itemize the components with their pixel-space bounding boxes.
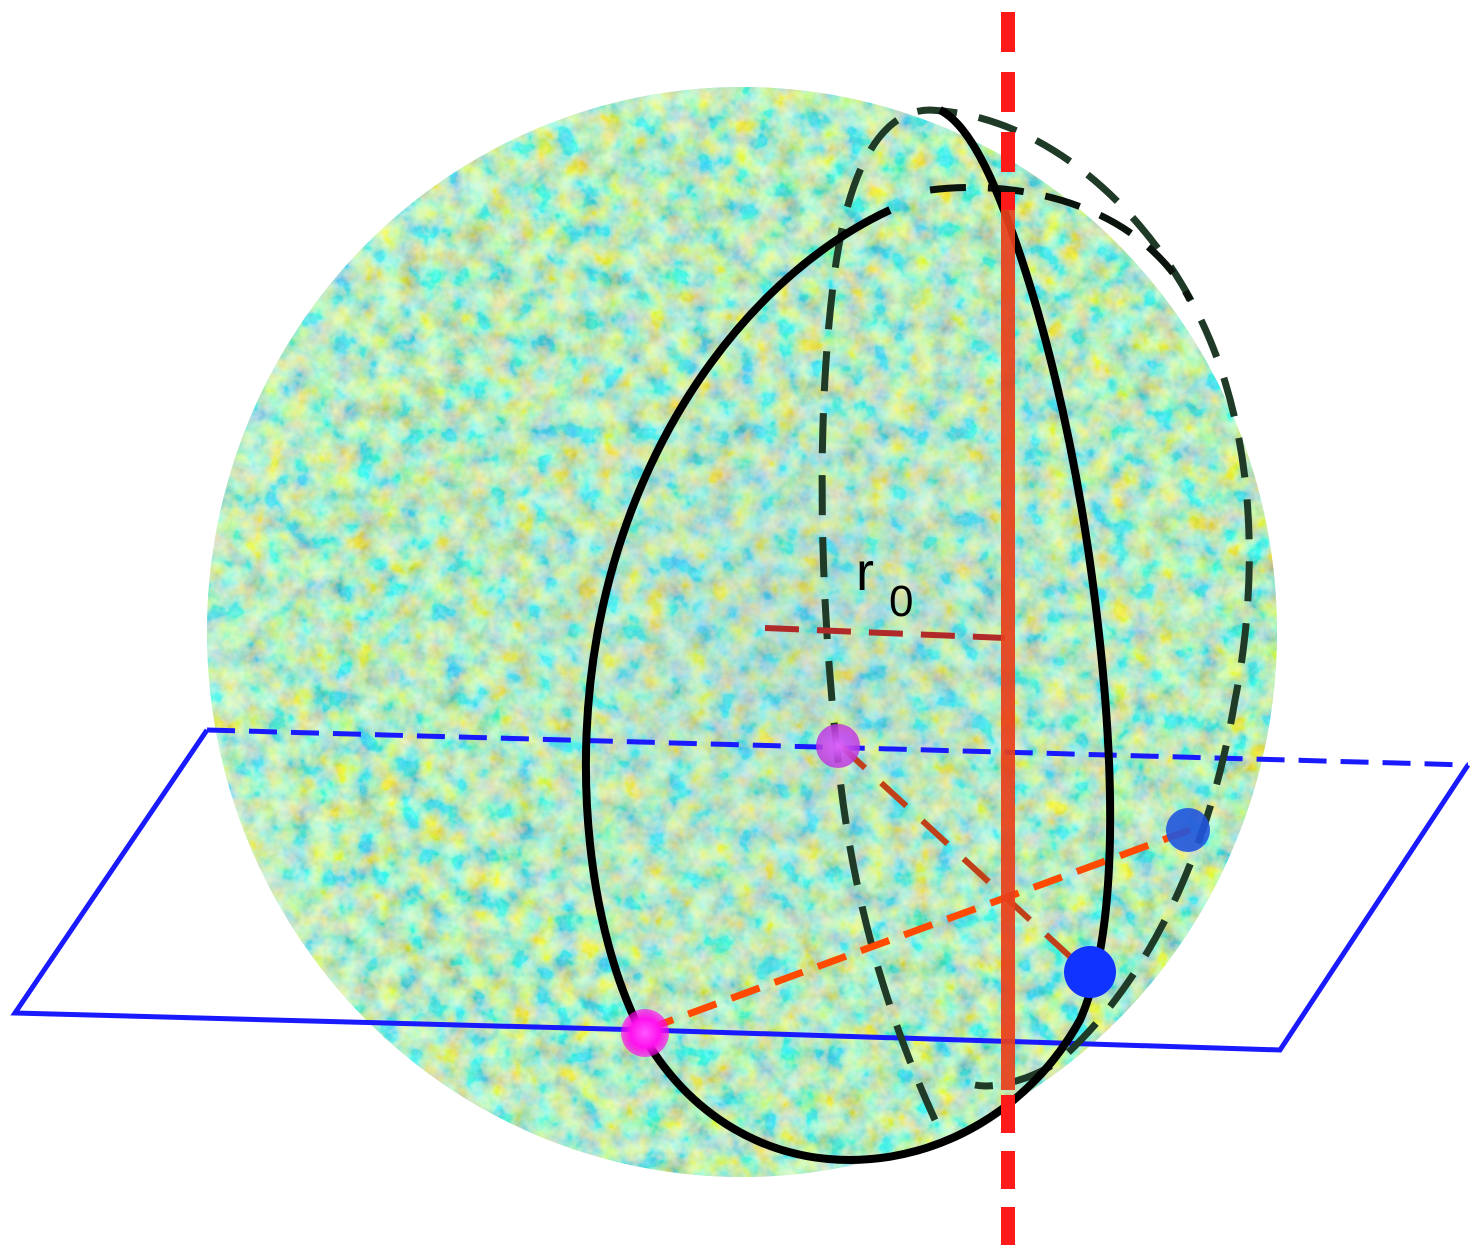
radius-label-main: r bbox=[856, 542, 874, 602]
back-arc-top bbox=[929, 183, 1194, 302]
blue-back-point bbox=[1166, 808, 1210, 852]
radius-label-sub: 0 bbox=[889, 577, 913, 626]
center-to-point-line bbox=[837, 742, 1093, 978]
center-point bbox=[816, 724, 860, 768]
chord-line bbox=[643, 826, 1192, 1034]
black-circle bbox=[581, 106, 1115, 1165]
blue-front-point bbox=[1064, 946, 1116, 998]
intersection-points bbox=[621, 724, 1210, 1057]
radius-label: r 0 bbox=[856, 542, 913, 626]
magenta-point bbox=[621, 1009, 669, 1057]
radius-line bbox=[764, 625, 1006, 641]
